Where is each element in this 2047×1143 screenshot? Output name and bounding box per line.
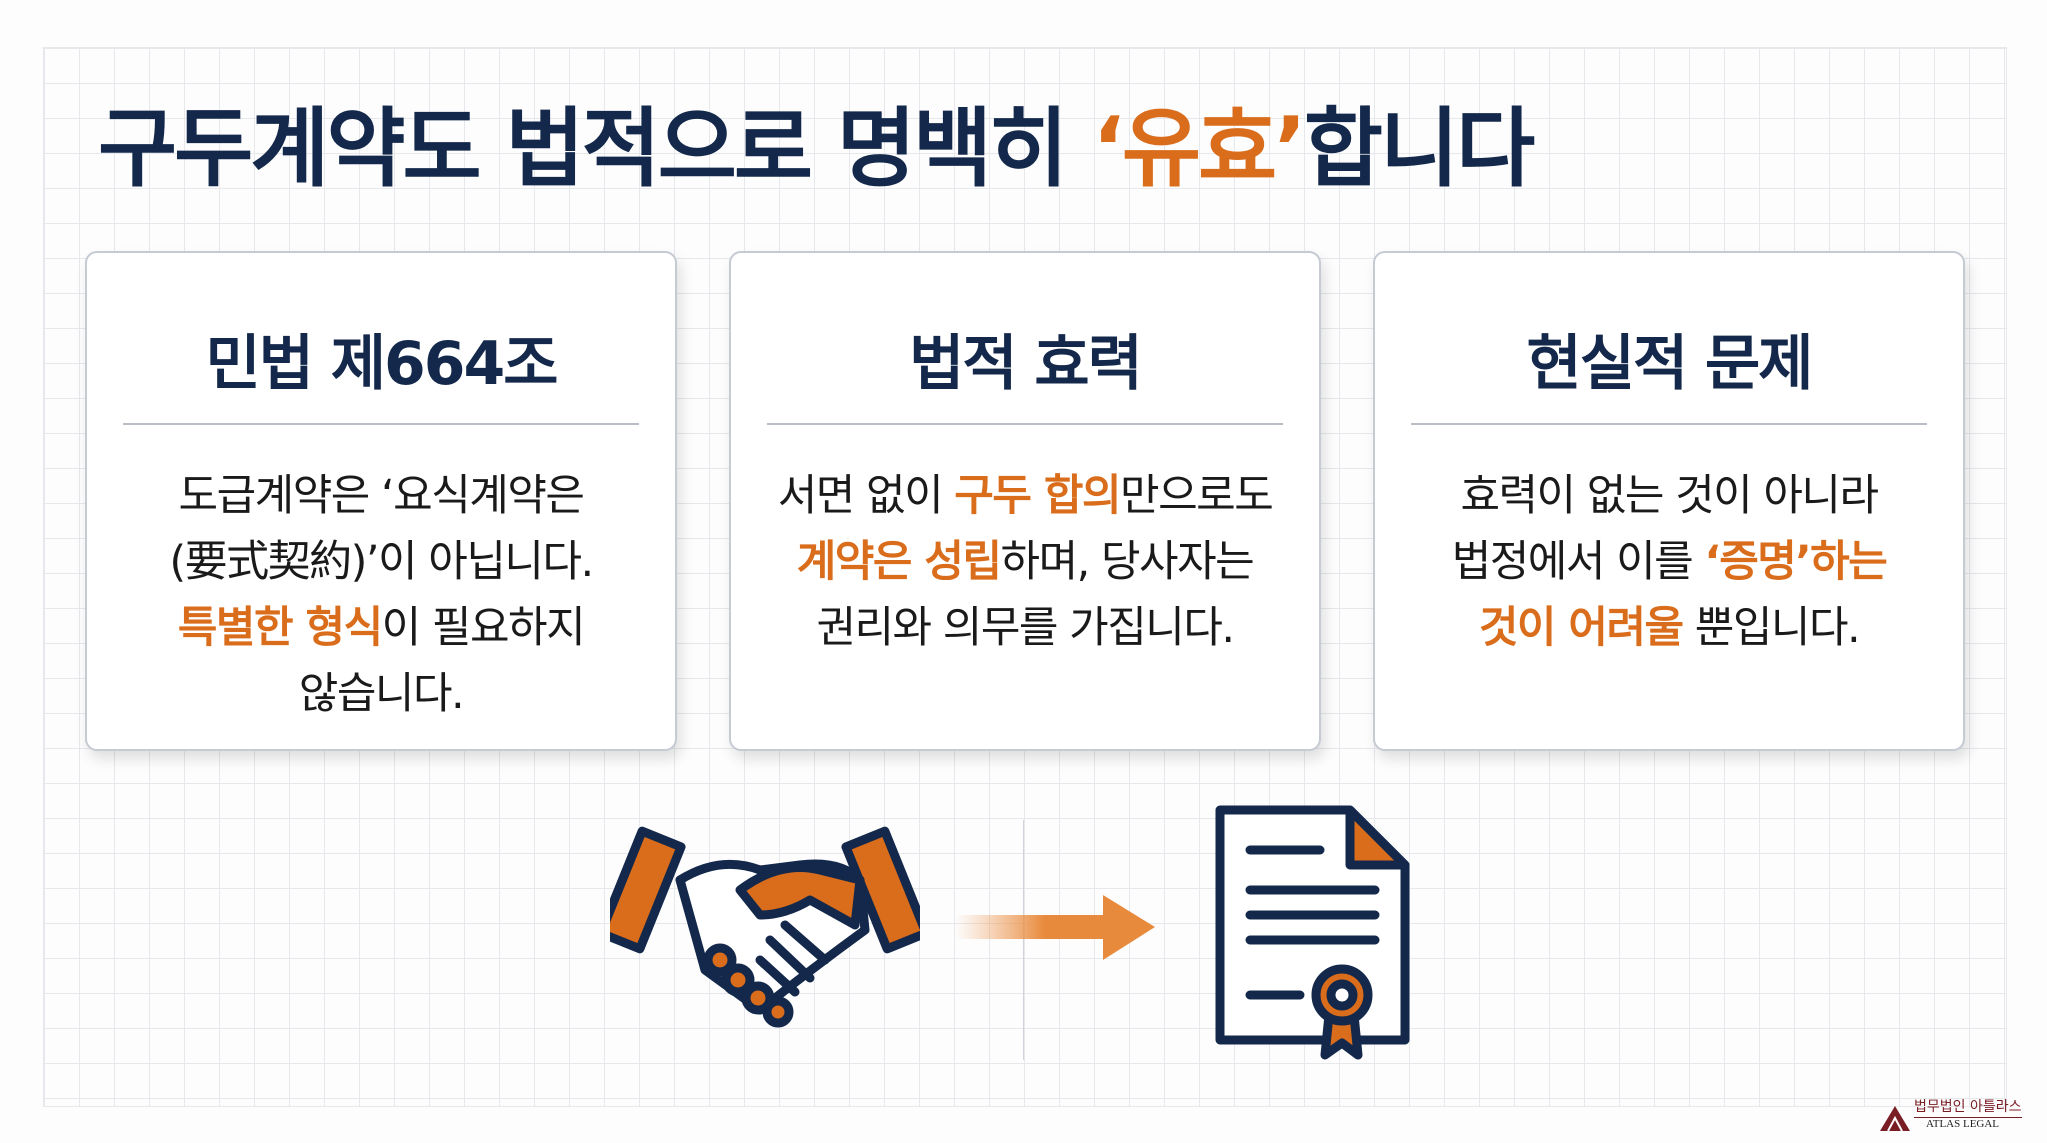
- card-divider: [123, 423, 639, 425]
- certificate-document-icon: [1215, 805, 1410, 1060]
- card-heading: 현실적 문제: [1526, 329, 1814, 399]
- body-text: 않습니다.: [298, 669, 465, 719]
- highlight-text: 특별한 형식: [177, 603, 383, 653]
- body-text: 도급계약은 ‘요식계약은: [178, 471, 585, 521]
- body-text: 이 필요하지: [381, 603, 586, 653]
- card-line: 것이 어려울 뿐입니다.: [1385, 595, 1953, 661]
- card-line: 권리와 의무를 가집니다.: [741, 595, 1309, 661]
- center-divider: [1023, 820, 1024, 1060]
- card-line: 도급계약은 ‘요식계약은: [97, 463, 665, 529]
- page-title: 구두계약도 법적으로 명백히 ‘유효’합니다: [98, 78, 1535, 203]
- card-line: (要式契約)’이 아닙니다.: [97, 529, 665, 595]
- highlight-text: 구두 합의: [954, 471, 1121, 521]
- card-divider: [767, 423, 1283, 425]
- body-text: 서면 없이: [777, 471, 955, 521]
- body-text: 권리와 의무를 가집니다.: [816, 603, 1235, 653]
- card-line: 서면 없이 구두 합의만으로도: [741, 463, 1309, 529]
- atlas-legal-logo: 법무법인 아틀라스 ATLAS LEGAL: [1878, 1096, 2047, 1140]
- logo-mountain-icon: [1880, 1106, 1910, 1132]
- card-line: 계약은 성립하며, 당사자는: [741, 529, 1309, 595]
- body-text: 하며, 당사자는: [1000, 537, 1255, 587]
- highlight-text: ‘증명’하는: [1704, 537, 1887, 587]
- title-highlight: ‘유효’: [1092, 99, 1307, 199]
- body-text: (要式契約)’이 아닙니다.: [169, 537, 594, 587]
- title-text: 구두계약도 법적으로 명백히: [98, 99, 1093, 199]
- card-heading: 민법 제664조: [205, 329, 559, 399]
- highlight-text: 것이 어려울: [1478, 603, 1684, 653]
- card-civil-law: 민법 제664조 도급계약은 ‘요식계약은 (要式契約)’이 아닙니다. 특별한 형…: [85, 251, 677, 751]
- handshake-icon: [610, 826, 920, 1028]
- logo-korean: 법무법인 아틀라스: [1914, 1096, 2022, 1118]
- card-line: 효력이 없는 것이 아니라: [1385, 463, 1953, 529]
- body-text: 법정에서 이를: [1451, 537, 1705, 587]
- body-text: 만으로도: [1120, 471, 1274, 521]
- card-line: 않습니다.: [97, 661, 665, 727]
- card-line: 법정에서 이를 ‘증명’하는: [1385, 529, 1953, 595]
- body-text: 뿐입니다.: [1682, 603, 1861, 653]
- highlight-text: 계약은 성립: [796, 537, 1002, 587]
- logo-english: ATLAS LEGAL: [1926, 1118, 2000, 1130]
- card-heading: 법적 효력: [909, 329, 1143, 399]
- arrow-right-icon: [955, 895, 1155, 960]
- card-divider: [1411, 423, 1927, 425]
- card-line: 특별한 형식이 필요하지: [97, 595, 665, 661]
- body-text: 효력이 없는 것이 아니라: [1460, 471, 1879, 521]
- title-suffix: 합니다: [1303, 99, 1535, 199]
